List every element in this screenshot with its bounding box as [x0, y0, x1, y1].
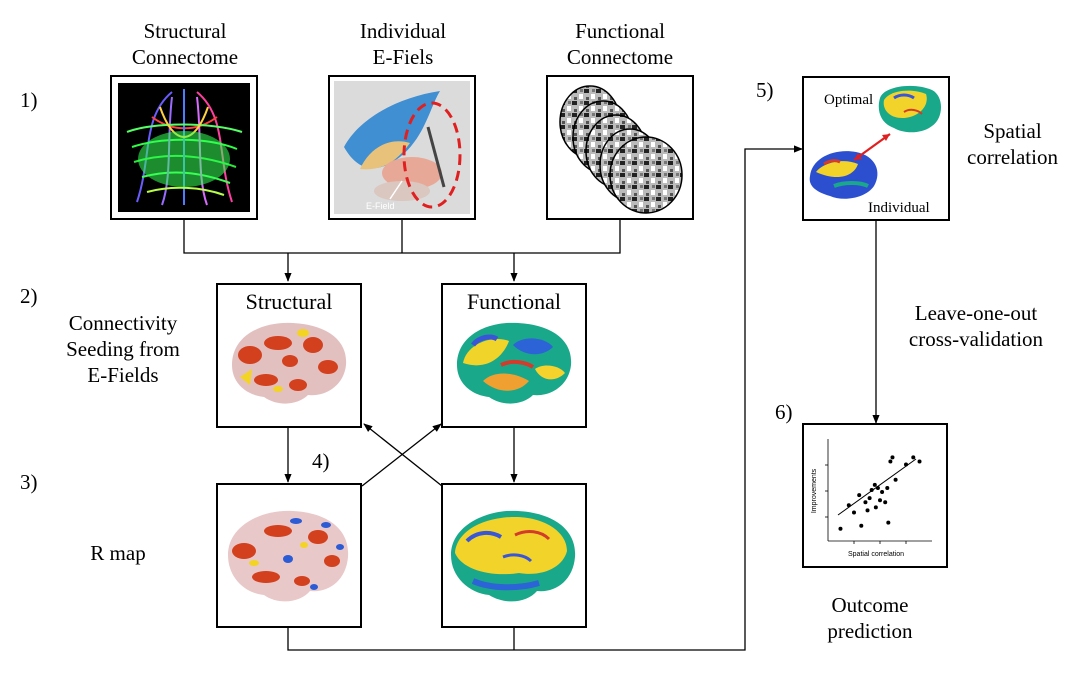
scatter-point: [863, 500, 868, 505]
cross-arrow-up-left: [363, 423, 443, 487]
scatter-point: [872, 482, 877, 487]
functional-map-box: Functional: [441, 283, 587, 428]
cross-arrow-up-right: [361, 423, 442, 487]
r-map-label: R map: [90, 541, 146, 565]
structural-map-box: Structural: [216, 283, 362, 428]
scatter-plot: Spatial correlation Improvements: [811, 439, 932, 558]
scatter-point: [880, 490, 885, 495]
scatter-point: [857, 493, 862, 498]
bottom-to-spatial-line: [287, 145, 803, 651]
rmap-structural-brain-image: [228, 510, 349, 602]
rmap-functional-box: [441, 483, 587, 628]
outcome-scatter-box: Spatial correlation Improvements: [802, 423, 948, 568]
efield-image: E-Field: [334, 81, 470, 214]
red-correlation-arrow: [853, 133, 891, 161]
scatter-point: [869, 488, 874, 492]
spatial-correlation-box: Optimal Individual: [802, 76, 950, 221]
scatter-point: [885, 485, 890, 490]
scatter-point: [873, 505, 878, 510]
scatter-point: [886, 520, 891, 525]
scatter-point: [838, 526, 843, 531]
efield-inset-label: E-Field: [366, 201, 395, 211]
individual-brain: [809, 151, 878, 199]
tractography-image: [118, 83, 250, 212]
rmap-structural-box: [216, 483, 362, 628]
structural-brain-image: [232, 322, 347, 404]
functional-box-title: Functional: [466, 289, 562, 314]
scatter-point: [852, 510, 856, 515]
scatter-point: [888, 459, 893, 464]
rmap-functional-brain-image: [451, 510, 576, 602]
step-5-label: 5): [756, 78, 774, 102]
functional-brain-image: [457, 322, 572, 404]
step-1-label: 1): [20, 88, 38, 112]
scatter-point: [867, 496, 872, 501]
structural-connectome-box: [110, 75, 258, 220]
scatter-point: [865, 508, 870, 513]
individual-efields-box: E-Field: [328, 75, 476, 220]
step-4-label: 4): [312, 449, 330, 473]
scatter-point: [917, 459, 922, 464]
scatter-point: [890, 455, 895, 460]
scatter-point: [846, 503, 851, 508]
scatter-point: [878, 498, 882, 503]
structural-box-title: Structural: [245, 289, 333, 314]
functional-connectome-box: [546, 75, 694, 220]
scatter-point: [859, 523, 864, 528]
scatter-point: [911, 455, 916, 460]
scatter-point: [875, 485, 880, 490]
step-3-label: 3): [20, 470, 38, 494]
optimal-brain: [878, 85, 941, 133]
step-2-label: 2): [20, 284, 38, 308]
spatial-correlation-image: Optimal Individual: [809, 85, 941, 216]
optimal-label: Optimal: [824, 92, 873, 108]
scatter-x-label: Spatial correlation: [848, 551, 904, 558]
step-6-label: 6): [775, 400, 793, 424]
scatter-point: [904, 462, 908, 467]
scatter-y-label: Improvements: [811, 468, 818, 513]
scatter-point: [883, 500, 888, 505]
connectivity-seeding-label: Connectivity Seeding from E-Fields: [66, 311, 180, 387]
scatter-points: [838, 455, 922, 531]
scatter-point: [893, 477, 898, 482]
fmri-slices-image: [559, 85, 683, 214]
individual-label: Individual: [868, 200, 930, 216]
